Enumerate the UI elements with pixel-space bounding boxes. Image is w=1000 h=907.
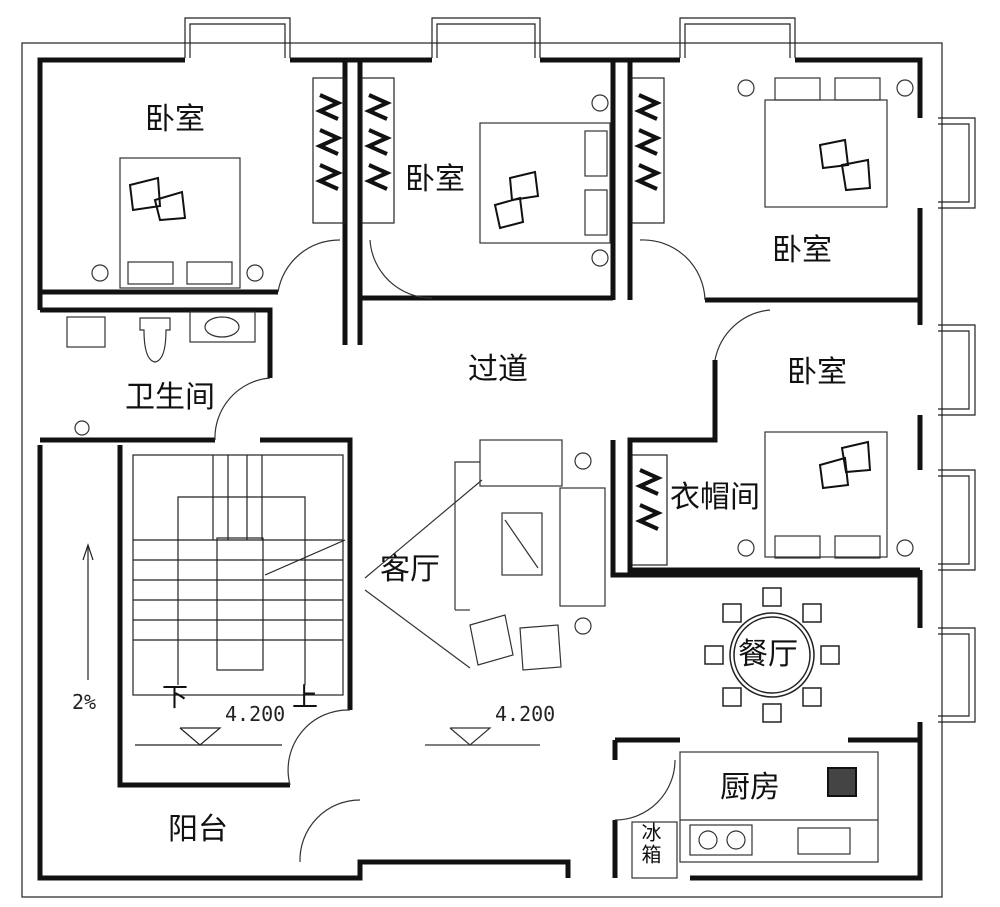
bay-window-top-3 (679, 17, 796, 58)
stair-up-label: 上 (292, 683, 319, 713)
bay-window-right-3 (938, 469, 976, 571)
beds (119, 77, 888, 559)
bed-2 (479, 122, 611, 244)
fridge-label: 冰箱 (638, 822, 662, 866)
room-label-wardrobe: 衣帽间 (670, 480, 760, 515)
staircase (82, 454, 346, 746)
room-label-bedroom-2: 卧室 (405, 162, 465, 197)
room-label-bedroom-1: 卧室 (145, 102, 205, 137)
room-label-bedroom-3: 卧室 (772, 233, 832, 268)
outer-boundary (21, 42, 943, 898)
slope-label: 2% (72, 690, 97, 714)
wardrobes (312, 77, 668, 566)
doors (214, 239, 771, 863)
walls (37, 57, 923, 881)
bay-window-right-4 (938, 627, 976, 723)
living-furniture (364, 439, 606, 746)
room-label-balcony: 阳台 (168, 812, 228, 847)
nightstands (91, 79, 914, 635)
room-label-kitchen: 厨房 (720, 770, 780, 805)
bay-window-right-1 (938, 117, 976, 209)
room-label-living-room: 客厅 (380, 552, 440, 587)
elevation-stair: 4.200 (225, 702, 286, 726)
room-label-dining: 餐厅 (738, 637, 798, 672)
bay-window-top-2 (431, 17, 541, 58)
stair-down-label: 下 (162, 683, 189, 713)
room-label-bathroom: 卫生间 (125, 380, 215, 415)
bed-4 (764, 431, 888, 558)
bay-window-top-1 (184, 17, 291, 58)
range-hood (827, 767, 857, 797)
bay-window-right-2 (938, 324, 976, 416)
bathroom-fixtures (66, 311, 256, 436)
bed-3 (764, 99, 888, 208)
dining-table (704, 587, 840, 723)
hanger-marks (315, 93, 663, 531)
room-label-corridor: 过道 (468, 352, 528, 387)
elevation-living: 4.200 (495, 702, 556, 726)
room-label-bedroom-4: 卧室 (787, 355, 847, 390)
kitchen-fixtures (631, 751, 879, 879)
bed-1 (119, 157, 241, 289)
